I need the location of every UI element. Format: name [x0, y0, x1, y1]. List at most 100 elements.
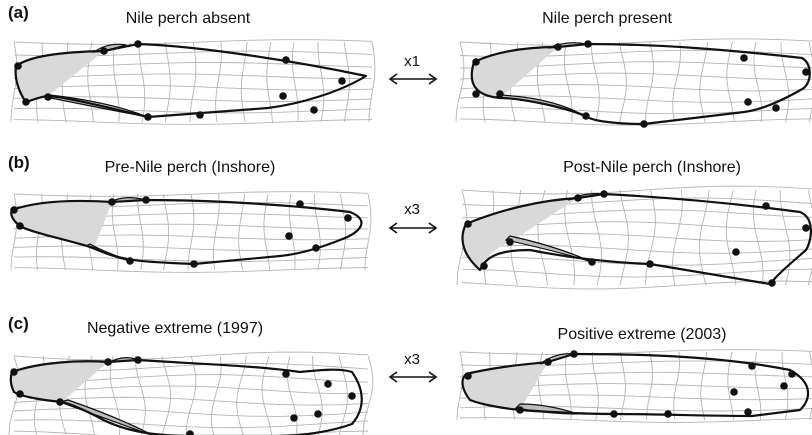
grid-line-vertical	[138, 41, 146, 123]
grid-line-horizontal	[13, 256, 369, 262]
landmark-point	[10, 206, 18, 214]
landmark-point	[744, 98, 752, 106]
landmark-point	[338, 77, 346, 85]
panel-c-left-title: Negative extreme (1997)	[87, 320, 263, 337]
grid-line-horizontal	[461, 185, 812, 195]
landmark-point	[788, 370, 796, 378]
landmark-point	[104, 358, 112, 366]
grid-line-vertical	[291, 41, 299, 123]
landmark-point	[610, 410, 618, 418]
landmark-point	[56, 398, 64, 406]
grid-line-horizontal	[13, 267, 369, 273]
panel-c-multiplier: x3	[404, 351, 420, 368]
grid-line-vertical	[672, 41, 682, 123]
grid-line-horizontal	[461, 268, 812, 278]
grid-line-vertical	[312, 355, 323, 435]
grid-line-vertical	[591, 41, 600, 123]
grid-line-horizontal	[461, 245, 812, 254]
grid-line-horizontal	[13, 73, 372, 80]
landmark-point	[144, 113, 152, 121]
body-outline	[9, 358, 363, 435]
body-outline	[461, 352, 810, 418]
fish-a-left	[10, 39, 376, 125]
grid-line-vertical	[266, 41, 273, 123]
landmark-point	[348, 392, 356, 400]
landmark-point	[472, 90, 480, 98]
landmark-point	[646, 260, 654, 268]
grid-line-vertical	[286, 355, 298, 435]
fish-b-left	[10, 191, 372, 273]
landmark-point	[314, 410, 322, 418]
landmark-point	[802, 68, 810, 76]
head-shading	[471, 47, 558, 98]
panel-b-multiplier: x3	[404, 201, 420, 218]
landmark-point	[310, 106, 318, 114]
grid-line-vertical	[162, 193, 170, 271]
landmark-point	[506, 238, 514, 246]
panel-a-multiplier: x1	[404, 53, 420, 70]
landmark-point	[279, 92, 287, 100]
grid-line-horizontal	[459, 118, 812, 126]
grid-line-vertical	[189, 41, 197, 123]
panel-c-right-title: Positive extreme (2003)	[558, 326, 727, 343]
panel-letter-c: (c)	[8, 314, 29, 333]
landmark-point	[285, 232, 293, 240]
fish-c-left	[8, 351, 374, 435]
landmark-point	[588, 258, 596, 266]
grid-line-vertical	[646, 351, 653, 421]
landmark-point	[664, 410, 672, 418]
grid-line-vertical	[137, 193, 144, 271]
landmark-point	[190, 260, 198, 268]
landmark-point	[464, 372, 472, 380]
landmark-point	[196, 111, 204, 119]
grid-line-vertical	[645, 189, 656, 286]
grid-line-horizontal	[13, 351, 369, 361]
grid-line-vertical	[215, 41, 223, 123]
landmark-point	[186, 430, 194, 435]
landmark-point	[16, 390, 24, 398]
grid-line-horizontal	[461, 197, 812, 207]
grid-line-vertical	[161, 355, 172, 435]
grid-line-vertical	[339, 193, 347, 271]
grid-line-vertical	[698, 189, 710, 286]
landmark-point	[472, 58, 480, 66]
grid-line-vertical	[236, 355, 247, 435]
landmark-point	[464, 220, 472, 228]
panel-a-right-title: Nile perch present	[542, 10, 672, 27]
grid-line-horizontal	[13, 107, 373, 114]
grid-line-horizontal	[459, 84, 812, 92]
landmark-point	[296, 200, 304, 208]
landmark-point	[744, 408, 752, 416]
landmark-point	[44, 93, 52, 101]
landmark-point	[768, 279, 776, 287]
grid-line-vertical	[317, 41, 325, 123]
landmark-point	[480, 262, 488, 270]
landmark-point	[108, 198, 116, 206]
landmark-point	[732, 248, 740, 256]
grid-line-horizontal	[459, 349, 812, 355]
grid-line-vertical	[238, 193, 245, 271]
head-shading	[15, 51, 104, 102]
landmark-point	[772, 104, 780, 112]
landmark-point	[584, 40, 592, 48]
fish-a-right	[455, 38, 812, 128]
grid-line-vertical	[455, 41, 465, 123]
landmark-point	[282, 56, 290, 64]
grid-line-vertical	[645, 41, 654, 123]
panel-b-right-title: Post-Nile perch (Inshore)	[563, 159, 741, 176]
landmark-point	[570, 350, 578, 358]
landmark-point	[554, 43, 562, 51]
landmark-point	[740, 54, 748, 62]
landmark-point	[516, 406, 524, 414]
grid-line-horizontal	[459, 38, 812, 46]
head-shading	[10, 361, 108, 402]
grid-line-vertical	[673, 351, 681, 421]
panel-letter-b: (b)	[8, 153, 30, 172]
landmark-point	[134, 356, 142, 364]
grid-line-vertical	[699, 41, 709, 123]
landmark-point	[544, 358, 552, 366]
grid-line-horizontal	[13, 419, 369, 429]
landmark-point	[22, 98, 30, 106]
panel-a: (a) Nile perch absent Nile perch present…	[8, 3, 812, 128]
